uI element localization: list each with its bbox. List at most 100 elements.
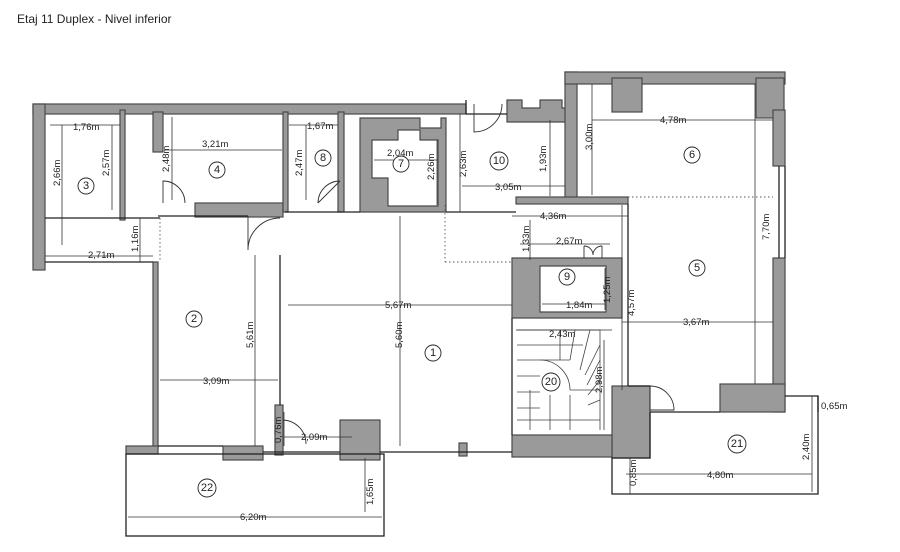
wall-room10-bottom <box>515 196 629 205</box>
door-room5 <box>649 385 675 411</box>
dim-2-47: 2,47m <box>294 150 305 176</box>
room-marker-22: 22 <box>197 478 217 498</box>
svg-text:5: 5 <box>694 262 700 274</box>
wall-room2-right-low <box>274 404 284 456</box>
dim-4-78: 4,78m <box>660 115 686 126</box>
dim-2-09: 2,09m <box>301 432 327 443</box>
outlines <box>45 100 819 537</box>
wall-room5-bottom-right <box>719 383 786 413</box>
dim-2-26: 2,26m <box>426 154 437 180</box>
dim-1-76: 1,76m <box>73 122 99 133</box>
wall-room6-left <box>564 71 578 201</box>
door-room2 <box>247 216 281 251</box>
dim-3-00: 3,00m <box>584 124 595 150</box>
svg-text:10: 10 <box>493 155 505 167</box>
svg-text:6: 6 <box>689 149 695 161</box>
room-marker-9: 9 <box>558 268 576 286</box>
dotted-lines <box>159 196 773 263</box>
svg-text:2: 2 <box>191 313 197 325</box>
dim-2-66: 2,66m <box>52 160 63 186</box>
dim-2-71: 2,71m <box>88 250 114 261</box>
room-marker-6: 6 <box>683 146 701 164</box>
wall-room8-left <box>282 111 289 213</box>
svg-text:21: 21 <box>731 438 743 450</box>
dim-1-84: 1,84m <box>566 300 592 311</box>
room-marker-2: 2 <box>185 310 203 328</box>
svg-text:3: 3 <box>83 180 89 192</box>
dim-2-98: 2,98m <box>594 367 605 393</box>
door-room4 <box>162 180 186 204</box>
wall-room6-top <box>564 71 786 85</box>
dim-0-85: 0,85m <box>628 460 639 486</box>
dim-2-67: 2,67m <box>556 236 582 247</box>
dim-2-57: 2,57m <box>101 150 112 176</box>
wall-room2-left <box>152 261 159 449</box>
dim-2-04: 2,04m <box>387 148 413 159</box>
dim-5-67: 5,67m <box>385 300 411 311</box>
room-marker-21: 21 <box>727 434 747 454</box>
wall-room4-bottom <box>194 202 284 218</box>
dim-3-21: 3,21m <box>202 139 228 150</box>
dim-2-40: 2,40m <box>801 434 812 460</box>
wall-block-top-right-a <box>611 77 643 113</box>
door-room10 <box>473 103 503 133</box>
wall-room3-right <box>119 109 126 221</box>
dim-4-36: 4,36m <box>540 211 566 222</box>
wall-room10-top <box>506 99 569 123</box>
dim-3-67: 3,67m <box>683 317 709 328</box>
dim-1-25: 1,25m <box>602 277 613 303</box>
wall-room8-right <box>337 111 345 213</box>
stair-winders <box>539 329 601 406</box>
dim-4-57: 4,57m <box>626 290 637 316</box>
door-room8 <box>317 180 341 204</box>
dim-0-76: 0,76m <box>273 417 284 443</box>
dim-1-93: 1,93m <box>538 146 549 172</box>
dim-6-20: 6,20m <box>240 512 266 523</box>
room-markers: 1 2 3 4 5 6 7 8 <box>77 146 747 498</box>
wall-top-left <box>32 103 467 115</box>
room-marker-7: 7 <box>392 155 410 173</box>
dim-2-63: 2,63m <box>458 151 469 177</box>
door-room9 <box>583 245 603 258</box>
dim-2-48: 2,48m <box>161 146 172 172</box>
svg-text:1: 1 <box>430 347 436 359</box>
room-marker-20: 20 <box>541 372 561 392</box>
svg-text:4: 4 <box>214 164 220 176</box>
svg-text:7: 7 <box>398 158 404 170</box>
doors <box>162 103 675 445</box>
dim-0-65: 0,65m <box>821 401 847 412</box>
wall-stub-bottom <box>458 442 468 457</box>
room-marker-4: 4 <box>208 161 226 179</box>
svg-text:22: 22 <box>201 482 213 494</box>
dim-1-65: 1,65m <box>365 479 376 505</box>
balcony-22-outline <box>125 453 385 537</box>
wall-left-outer <box>32 103 46 271</box>
svg-text:8: 8 <box>320 152 326 164</box>
svg-text:9: 9 <box>564 271 570 283</box>
dim-5-60: 5,60m <box>394 322 405 348</box>
wall-bottom-left <box>125 445 159 455</box>
dim-3-05: 3,05m <box>495 182 521 193</box>
svg-text:20: 20 <box>545 376 557 388</box>
dim-1-67: 1,67m <box>307 121 333 132</box>
dim-7-70: 7,70m <box>761 214 772 240</box>
room-marker-1: 1 <box>424 344 442 362</box>
wall-bottom-mid <box>222 445 264 461</box>
walls <box>32 71 786 461</box>
wall-stair-right <box>611 385 651 459</box>
wall-right-upper <box>772 109 786 167</box>
room-marker-5: 5 <box>688 259 706 277</box>
dim-4-80: 4,80m <box>707 470 733 481</box>
room-marker-8: 8 <box>314 149 332 167</box>
wall-stair-bottom <box>511 434 613 458</box>
dim-1-33: 1,33m <box>521 226 532 252</box>
wall-block-a <box>152 111 164 153</box>
wall-room7 <box>359 117 447 213</box>
dimension-lines <box>45 84 813 518</box>
dim-3-09: 3,09m <box>203 376 229 387</box>
plan-title: Etaj 11 Duplex - Nivel inferior <box>17 12 172 26</box>
room-marker-3: 3 <box>77 177 95 195</box>
wall-pillar-bottom <box>339 419 381 461</box>
door-room8-arc <box>317 180 341 204</box>
